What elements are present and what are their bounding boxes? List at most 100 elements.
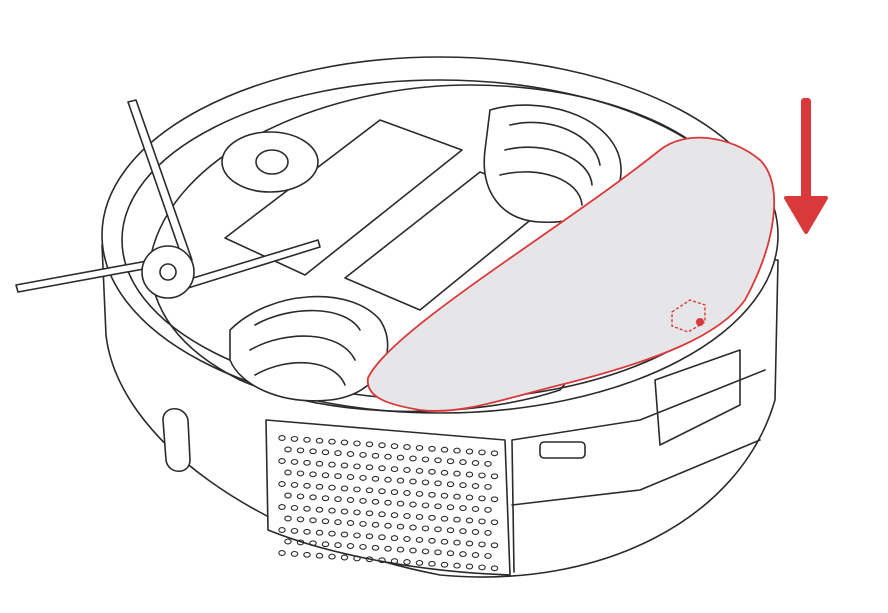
grille-hole (428, 445, 436, 452)
grille-hole (453, 447, 461, 454)
grille-hole (365, 441, 374, 448)
grille-hole (453, 516, 461, 523)
grille-hole (428, 491, 436, 498)
grille-hole (315, 552, 324, 559)
arrow-down-icon (784, 98, 828, 234)
grille-hole (359, 474, 367, 481)
grille-hole (384, 499, 392, 506)
grille-hole (321, 472, 330, 479)
grille-hole (396, 500, 405, 507)
grille-hole (428, 514, 436, 521)
grille-hole (371, 475, 380, 482)
grille-hole (365, 464, 374, 471)
grille-hole (465, 448, 474, 455)
grille-hole (478, 564, 486, 571)
grille-hole (415, 536, 424, 543)
grille-hole (459, 459, 467, 466)
mop-clip (671, 299, 706, 333)
drive-wheel-left (229, 295, 389, 402)
grille-hole (378, 557, 386, 564)
grille-hole (415, 444, 424, 451)
grille-hole (328, 530, 336, 537)
grille-hole (390, 535, 399, 542)
grille-hole (440, 469, 449, 476)
grille-hole (346, 543, 355, 549)
grille-hole (490, 565, 499, 572)
grille-hole (484, 552, 492, 559)
grille-hole (453, 539, 461, 546)
grille-hole (321, 449, 330, 456)
grille-hole (346, 451, 355, 457)
grille-hole (421, 548, 430, 555)
grille-hole (340, 531, 349, 538)
grille-hole (440, 561, 449, 568)
battery-cover (224, 119, 463, 276)
grille-hole (371, 452, 380, 459)
grille-hole (296, 470, 305, 477)
grille-hole (321, 495, 330, 502)
button-slot (539, 441, 586, 459)
grille-hole (490, 496, 499, 503)
mop-pad (367, 136, 776, 412)
grille-hole (296, 447, 305, 454)
grille-hole (453, 562, 461, 569)
grille-hole (403, 536, 411, 542)
grille-hole (359, 543, 367, 550)
mop-clip-dot (696, 318, 704, 326)
grille-hole (315, 483, 324, 490)
grille-hole (309, 540, 317, 547)
grille-hole (353, 486, 361, 493)
grille-hole (371, 521, 380, 528)
grille-hole (290, 458, 299, 465)
grille-hole (290, 527, 299, 534)
grille-hole (321, 518, 330, 525)
grille-hole (278, 435, 286, 441)
grille-hole (303, 528, 311, 535)
grille-hole (315, 437, 324, 444)
grille-hole (465, 494, 474, 501)
grille-hole (478, 541, 486, 548)
grille-hole (428, 560, 436, 567)
grille-hole (365, 487, 374, 494)
grille-hole (409, 501, 417, 508)
grille-hole (278, 458, 286, 464)
grille-hole (334, 473, 342, 480)
side-brush (15, 99, 321, 299)
grille-hole (346, 520, 355, 526)
grille-hole (296, 493, 305, 500)
grille-hole (415, 559, 424, 566)
grille-hole (340, 439, 349, 446)
grille-hole (353, 440, 361, 447)
grille-hole (290, 504, 299, 511)
grille-hole (340, 485, 349, 492)
grille-hole (365, 556, 374, 563)
grille-hole (340, 462, 349, 469)
grille-hole (328, 553, 336, 560)
grille-hole (440, 538, 449, 545)
grille-hole (365, 510, 374, 517)
grille-hole (378, 488, 386, 495)
grille-hole (421, 525, 430, 532)
grille-hole (403, 559, 411, 565)
grille-hole (384, 476, 392, 483)
grille-hole (303, 459, 311, 466)
grille-hole (440, 492, 449, 499)
grille-hole (409, 547, 417, 554)
grille-hole (484, 506, 492, 513)
grille-hole (428, 468, 436, 475)
grille-hole (284, 515, 292, 522)
grille-hole (490, 542, 499, 549)
grille-hole (390, 466, 399, 473)
grille-hole (403, 467, 411, 473)
grille-hole (396, 477, 405, 484)
grille-hole (359, 497, 367, 504)
grille-hole (446, 550, 455, 557)
grille-hole (309, 448, 317, 455)
grille-hole (446, 481, 455, 488)
grille-hole (428, 537, 436, 544)
grille-hole (421, 502, 430, 509)
grille-hole (371, 498, 380, 505)
grille-hole (434, 549, 442, 556)
grille-hole (415, 490, 424, 497)
